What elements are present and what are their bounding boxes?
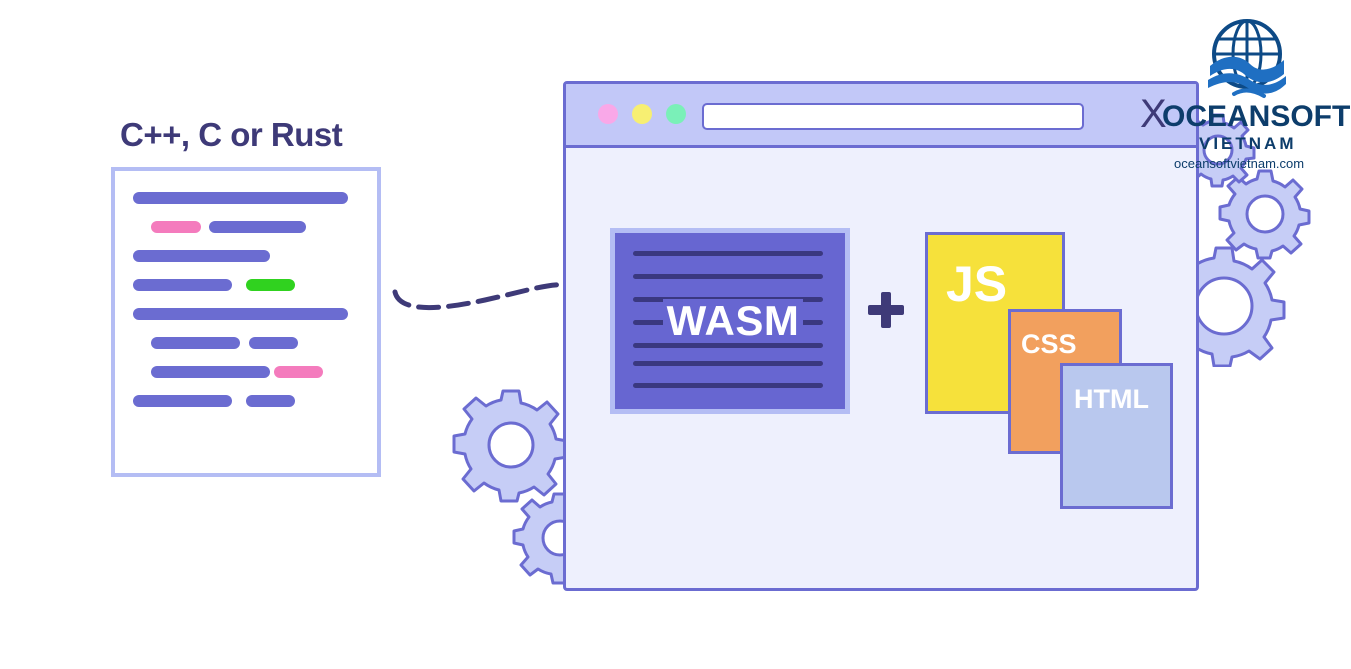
code-line (246, 395, 295, 407)
code-line (209, 221, 306, 233)
address-bar (702, 103, 1084, 130)
wasm-code-line (633, 343, 823, 348)
wasm-code-line (633, 251, 823, 256)
wasm-code-line (633, 274, 823, 279)
css-label: CSS (1021, 329, 1077, 359)
code-line (133, 250, 270, 262)
logo-url: oceansoftvietnam.com (1174, 156, 1305, 171)
wasm-code-line (633, 361, 823, 366)
code-line-highlight-pink (274, 366, 323, 378)
code-line (249, 337, 298, 349)
logo-name-text: OCEANSOFT (1162, 100, 1351, 133)
source-code-card (111, 167, 381, 477)
oceansoft-globe-logo-icon (1208, 19, 1286, 98)
logo-name: X OCEANSOFT (1140, 92, 1350, 136)
window-dot-pink (598, 104, 618, 124)
wasm-module: WASM (610, 228, 850, 414)
code-line-highlight-pink (151, 221, 201, 233)
code-line (133, 279, 232, 291)
plus-icon (868, 292, 904, 328)
window-dot-green (666, 104, 686, 124)
logo-subtitle: VIETNAM (1199, 134, 1297, 153)
gear-icon (1218, 169, 1311, 260)
logo-x-mark-icon: X (1140, 92, 1167, 136)
code-line-highlight-green (246, 279, 295, 291)
code-line (151, 366, 270, 378)
source-languages-label: C++, C or Rust (120, 116, 343, 153)
wasm-code-line (633, 383, 823, 388)
code-line (133, 192, 348, 204)
window-dot-yellow (632, 104, 652, 124)
browser-titlebar (566, 84, 1196, 148)
html-label: HTML (1074, 384, 1149, 414)
code-line (133, 395, 232, 407)
html-document: HTML (1060, 363, 1173, 509)
gear-icon (452, 389, 569, 503)
wasm-label: WASM (663, 297, 803, 344)
code-line (133, 308, 348, 320)
js-label: JS (946, 256, 1008, 312)
code-line (151, 337, 240, 349)
